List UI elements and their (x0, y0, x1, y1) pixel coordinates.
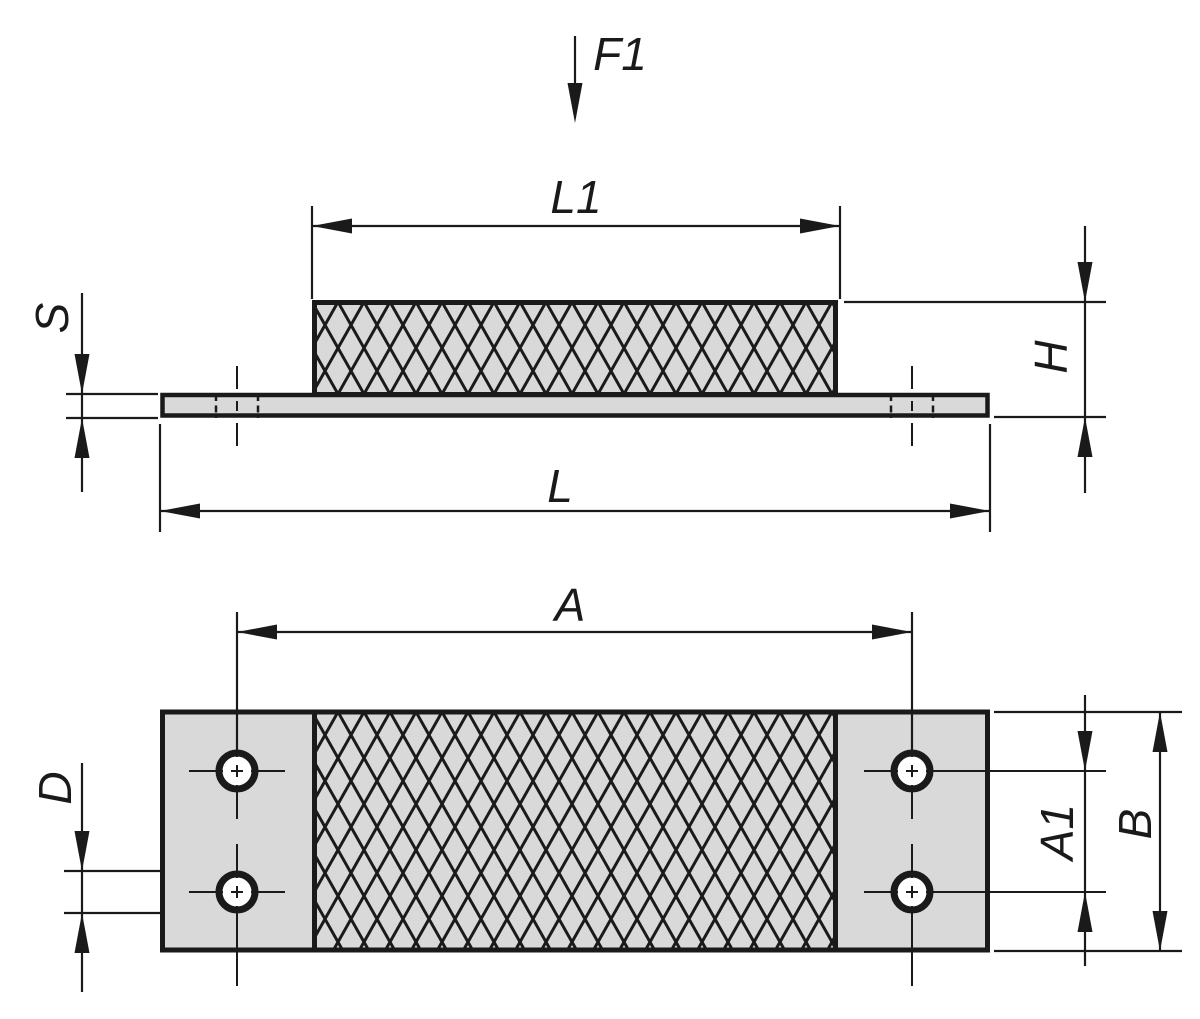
dimension-label-l1: L1 (550, 171, 601, 223)
mounting-hole-bottom-right (864, 844, 1106, 986)
arrowhead-left-icon (312, 218, 352, 234)
arrowhead-down-icon (74, 831, 90, 871)
plan-view (160, 709, 1106, 986)
dimension-d: D (29, 763, 160, 992)
dimension-a1: A1 (1031, 695, 1093, 966)
dimension-l: L (158, 424, 992, 532)
side-view-base-plate (160, 392, 990, 418)
side-view-buffer-block (312, 300, 838, 397)
dimension-label-d: D (29, 771, 81, 804)
force-arrowhead-down-icon (567, 83, 583, 123)
dimension-label-a: A (552, 579, 586, 631)
dimension-label-l: L (547, 460, 573, 512)
mounting-hole-bottom-left (189, 844, 285, 986)
arrowhead-down-icon (1077, 731, 1093, 771)
dimension-label-s: S (26, 302, 78, 333)
arrowhead-down-icon (1152, 911, 1168, 951)
dimension-h: H (844, 226, 1106, 493)
dimension-l1: L1 (310, 171, 842, 299)
dimension-label-a1: A1 (1031, 804, 1083, 863)
arrowhead-down-icon (74, 354, 90, 394)
force-label: F1 (593, 28, 647, 80)
dimension-b: B (994, 710, 1182, 953)
hole-centerline (236, 366, 913, 446)
arrowhead-left-icon (160, 503, 200, 519)
arrowhead-up-icon (1077, 417, 1093, 457)
mounting-hole-top-right (864, 749, 1106, 819)
dimension-label-b: B (1109, 809, 1161, 840)
dimension-a: A (235, 579, 914, 757)
force-arrow-f1: F1 (567, 28, 647, 123)
arrowhead-right-icon (950, 503, 990, 519)
plan-view-buffer-block (312, 709, 838, 953)
dimension-s: S (26, 293, 158, 492)
arrowhead-up-icon (1152, 712, 1168, 752)
dimension-label-h: H (1025, 340, 1077, 374)
arrowhead-up-icon (74, 418, 90, 458)
arrowhead-down-icon (1077, 262, 1093, 302)
arrowhead-right-icon (800, 218, 840, 234)
arrowhead-up-icon (74, 913, 90, 953)
side-view (160, 300, 990, 446)
arrowhead-left-icon (237, 624, 277, 640)
arrowhead-up-icon (1077, 892, 1093, 932)
arrowhead-right-icon (872, 624, 912, 640)
